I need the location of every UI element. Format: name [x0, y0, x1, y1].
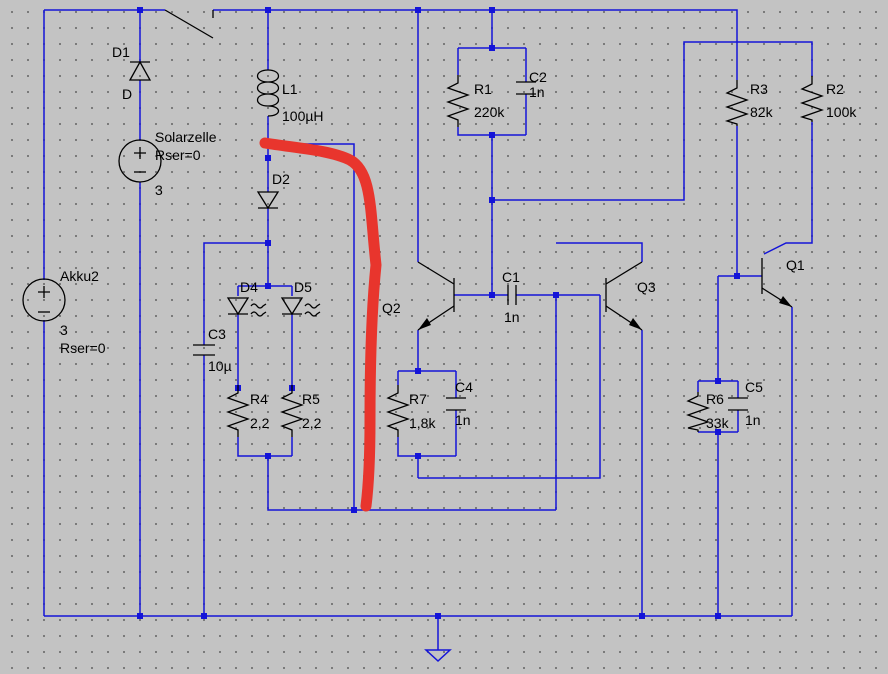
c3-name: C3 [208, 326, 226, 342]
resistor-r6: R6 33k [686, 391, 730, 432]
diode-d2: D2 [256, 171, 290, 210]
d5-name: D5 [294, 279, 312, 295]
r1-value: 220k [474, 104, 505, 120]
red-annotation-stroke [259, 137, 382, 512]
c5-value: 1n [745, 412, 761, 428]
solar-name: Solarzelle [155, 129, 217, 145]
voltage-source-solarzelle: Solarzelle Rser=0 3 [118, 129, 217, 198]
akku-name: Akku2 [60, 268, 99, 284]
c4-value: 1n [455, 412, 471, 428]
q2-name: Q2 [382, 300, 401, 316]
l1-value: 100µH [282, 108, 324, 124]
r3-name: R3 [750, 81, 768, 97]
resistor-r4: R4 2,2 [226, 385, 270, 437]
led-d4: D4 [226, 279, 267, 317]
c2-value: 1n [529, 84, 545, 100]
resistor-r1: R1 220k [446, 75, 505, 127]
junctions [137, 7, 740, 619]
r1-name: R1 [474, 81, 492, 97]
wires [43, 9, 813, 650]
d1-value: D [122, 86, 132, 102]
r2-name: R2 [826, 81, 844, 97]
r6-name: R6 [706, 391, 724, 407]
solar-value: 3 [155, 182, 163, 198]
resistor-r5: R5 2,2 [280, 385, 322, 437]
r7-value: 1,8k [409, 415, 436, 431]
r5-name: R5 [302, 391, 320, 407]
r3-value: 82k [750, 104, 774, 120]
capacitor-c1: C1 1n [502, 269, 520, 325]
q1-name: Q1 [786, 257, 805, 273]
d2-name: D2 [272, 171, 290, 187]
q3-name: Q3 [637, 279, 656, 295]
d4-name: D4 [240, 279, 258, 295]
c3-value: 10µ [208, 358, 232, 374]
r6-value: 33k [706, 415, 730, 431]
resistor-r2: R2 100k [799, 76, 857, 122]
d1-name: D1 [112, 44, 130, 60]
solar-param: Rser=0 [155, 147, 201, 163]
inductor-l1: L1 100µH [256, 69, 324, 124]
akku-value: 3 [60, 322, 68, 338]
akku-param: Rser=0 [60, 340, 106, 356]
transistor-q3: Q3 [605, 261, 656, 331]
r2-value: 100k [826, 104, 857, 120]
resistor-r3: R3 82k [724, 80, 774, 126]
c2-name: C2 [529, 69, 547, 85]
switch [164, 9, 214, 39]
transistor-q1: Q1 [761, 257, 805, 308]
resistor-r7: R7 1,8k [386, 385, 436, 437]
c1-value: 1n [504, 309, 520, 325]
c4-name: C4 [455, 379, 473, 395]
capacitor-c5: C5 1n [728, 379, 763, 428]
r7-name: R7 [409, 391, 427, 407]
r5-value: 2,2 [302, 415, 322, 431]
c5-name: C5 [745, 379, 763, 395]
r4-name: R4 [250, 391, 268, 407]
voltage-source-akku2: Akku2 3 Rser=0 [22, 268, 106, 356]
transistor-q2: Q2 [382, 261, 455, 331]
ground-symbol [424, 649, 452, 663]
led-d5: D5 [280, 279, 321, 317]
l1-name: L1 [282, 81, 298, 97]
capacitor-c4: C4 1n [446, 379, 473, 428]
capacitor-c2: C2 1n [516, 69, 547, 100]
diode-d1: D1 D [112, 44, 152, 102]
capacitor-c3: C3 10µ [193, 326, 232, 374]
c1-name: C1 [502, 269, 520, 285]
r4-value: 2,2 [250, 415, 270, 431]
